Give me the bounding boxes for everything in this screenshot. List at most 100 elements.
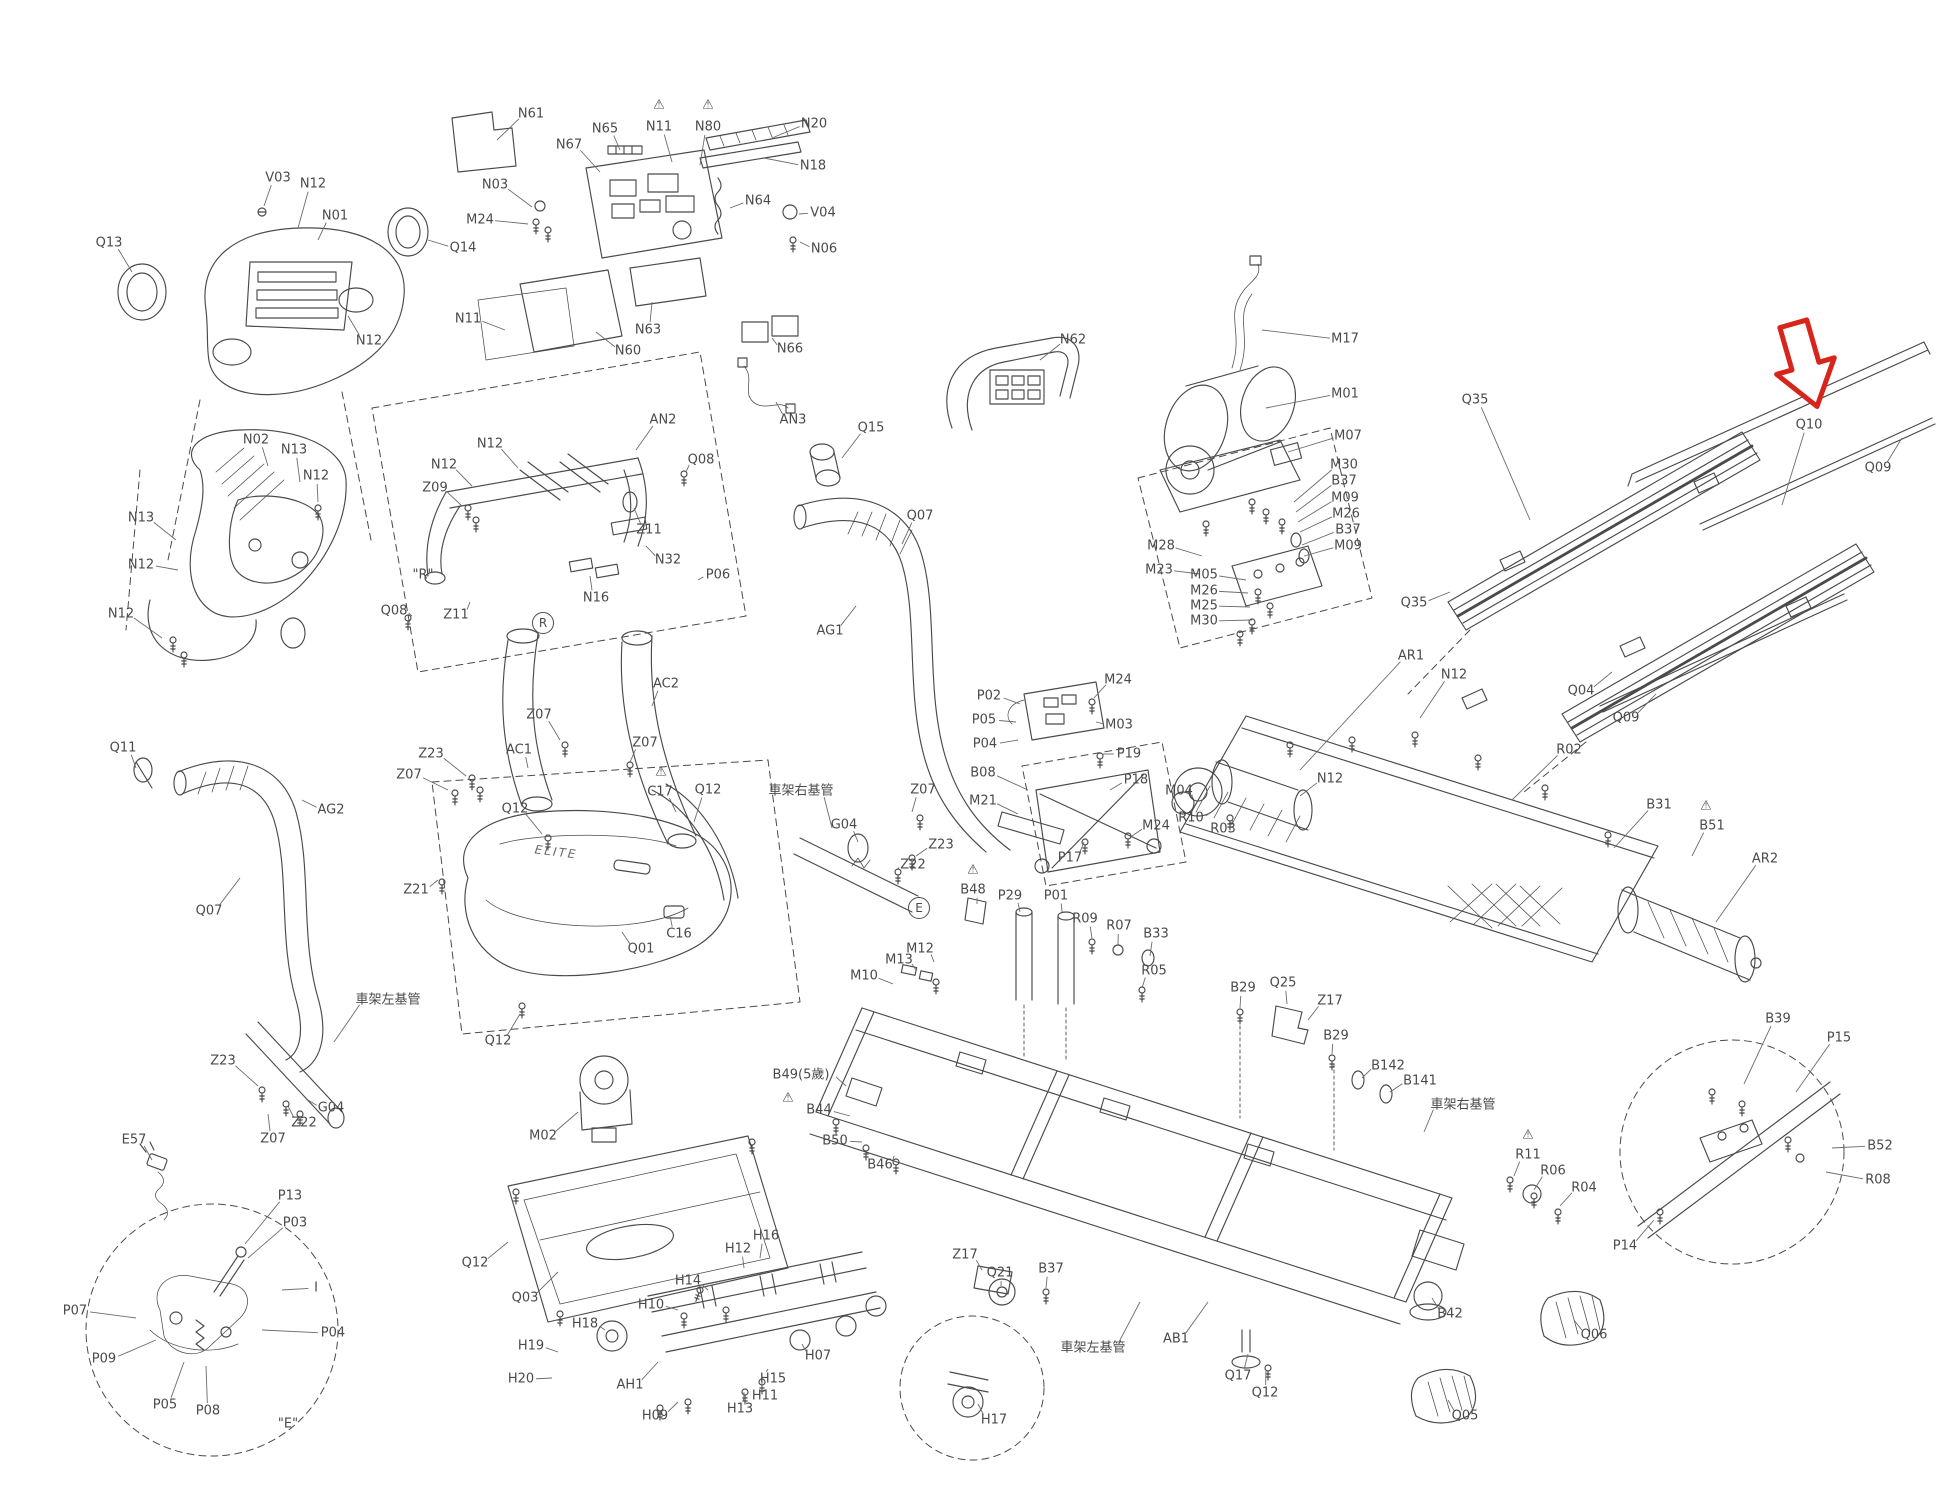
leader-line <box>1039 343 1061 361</box>
leader-line <box>1428 591 1451 602</box>
leader-line <box>765 1368 769 1373</box>
deck-art <box>1171 715 1762 983</box>
leader-line <box>1079 841 1085 853</box>
leader-line <box>915 847 928 857</box>
leader-line <box>1715 865 1757 923</box>
motor-art <box>1137 255 1373 649</box>
leader-line <box>999 720 1017 723</box>
leader-line <box>130 754 137 769</box>
leader-line <box>555 1111 579 1132</box>
motor-cover-art <box>431 759 801 1035</box>
leader-line <box>545 1347 559 1353</box>
leader-line <box>697 576 704 581</box>
leader-line <box>693 797 703 823</box>
leader-line <box>633 507 641 524</box>
leader-line <box>930 954 935 963</box>
leader-line <box>759 1243 763 1259</box>
leader-line <box>261 447 269 467</box>
leader-line <box>775 401 784 415</box>
leader-line <box>487 1241 509 1260</box>
console-electronics-art <box>477 119 811 414</box>
leader-line <box>595 331 616 348</box>
leader-line <box>1781 432 1805 506</box>
leader-line <box>901 522 913 545</box>
leader-line <box>580 149 601 173</box>
leader-line <box>840 605 857 626</box>
leader-line <box>1219 590 1249 594</box>
leader-line <box>1299 516 1333 533</box>
belly-pan-art <box>507 1055 789 1327</box>
leader-line <box>1093 684 1107 699</box>
leader-line <box>1243 1353 1249 1369</box>
leader-line <box>897 867 900 871</box>
leader-line <box>205 1365 208 1404</box>
leader-line <box>507 188 533 208</box>
leader-line <box>850 1140 863 1143</box>
leader-line <box>507 1013 521 1036</box>
detail-circle-left-art <box>85 1141 339 1457</box>
leader-line <box>316 483 319 503</box>
leader-line <box>296 457 301 483</box>
leader-line <box>408 612 413 617</box>
leader-line <box>143 1145 153 1161</box>
leader-line <box>1431 1297 1440 1309</box>
leader-line <box>482 320 506 331</box>
leader-line <box>495 220 529 225</box>
leader-line <box>333 1004 360 1043</box>
leader-line <box>1533 1176 1543 1191</box>
handlebar-assembly-art <box>371 351 747 673</box>
highlight-arrow <box>1774 317 1837 409</box>
leader-line <box>878 977 894 985</box>
leader-line <box>287 1105 295 1118</box>
leader-line <box>234 1065 259 1087</box>
leader-line <box>1231 815 1234 823</box>
leader-line <box>1423 1109 1434 1133</box>
leader-line <box>422 777 449 791</box>
leader-line <box>665 1306 679 1311</box>
leader-line <box>1301 532 1334 546</box>
leader-line <box>548 720 561 741</box>
leader-line <box>89 1311 137 1319</box>
leader-line <box>1295 484 1332 513</box>
leader-line <box>1831 1145 1865 1149</box>
leader-line <box>1185 1301 1209 1334</box>
leader-line <box>1219 605 1251 608</box>
leader-line <box>117 249 133 273</box>
leader-line <box>1131 828 1143 837</box>
incline-bracket-art <box>997 681 1187 887</box>
leader-line <box>1743 1025 1772 1085</box>
leader-line <box>911 797 917 813</box>
leader-line <box>1297 501 1332 523</box>
leader-line <box>536 1377 553 1380</box>
right-handrail-art <box>793 443 1011 913</box>
leader-line <box>466 601 471 610</box>
leader-line <box>525 757 529 769</box>
leader-line <box>1218 575 1247 581</box>
leader-line <box>455 469 473 487</box>
leader-line <box>1109 782 1123 791</box>
leader-line <box>447 492 463 507</box>
leader-line <box>1573 1319 1583 1331</box>
leader-line <box>443 757 467 777</box>
leader-line <box>247 1227 284 1259</box>
leader-line <box>699 134 706 166</box>
leader-line <box>1293 469 1333 503</box>
leader-line <box>1265 394 1331 409</box>
detail-circle-right-art <box>1619 1039 1845 1265</box>
leader-line <box>1149 941 1153 957</box>
leader-line <box>645 545 656 557</box>
leader-line <box>629 749 637 763</box>
leader-line <box>153 521 177 541</box>
leader-line <box>525 814 543 835</box>
leader-line <box>1480 407 1531 521</box>
leader-line <box>1285 990 1288 1005</box>
leader-line <box>743 1391 745 1402</box>
leader-line <box>977 1403 984 1415</box>
leader-line <box>975 1260 983 1271</box>
leader-line <box>1089 926 1093 939</box>
leader-line <box>771 126 800 139</box>
leader-line <box>799 241 810 248</box>
leader-line <box>663 134 673 163</box>
leader-line <box>1513 1161 1521 1177</box>
